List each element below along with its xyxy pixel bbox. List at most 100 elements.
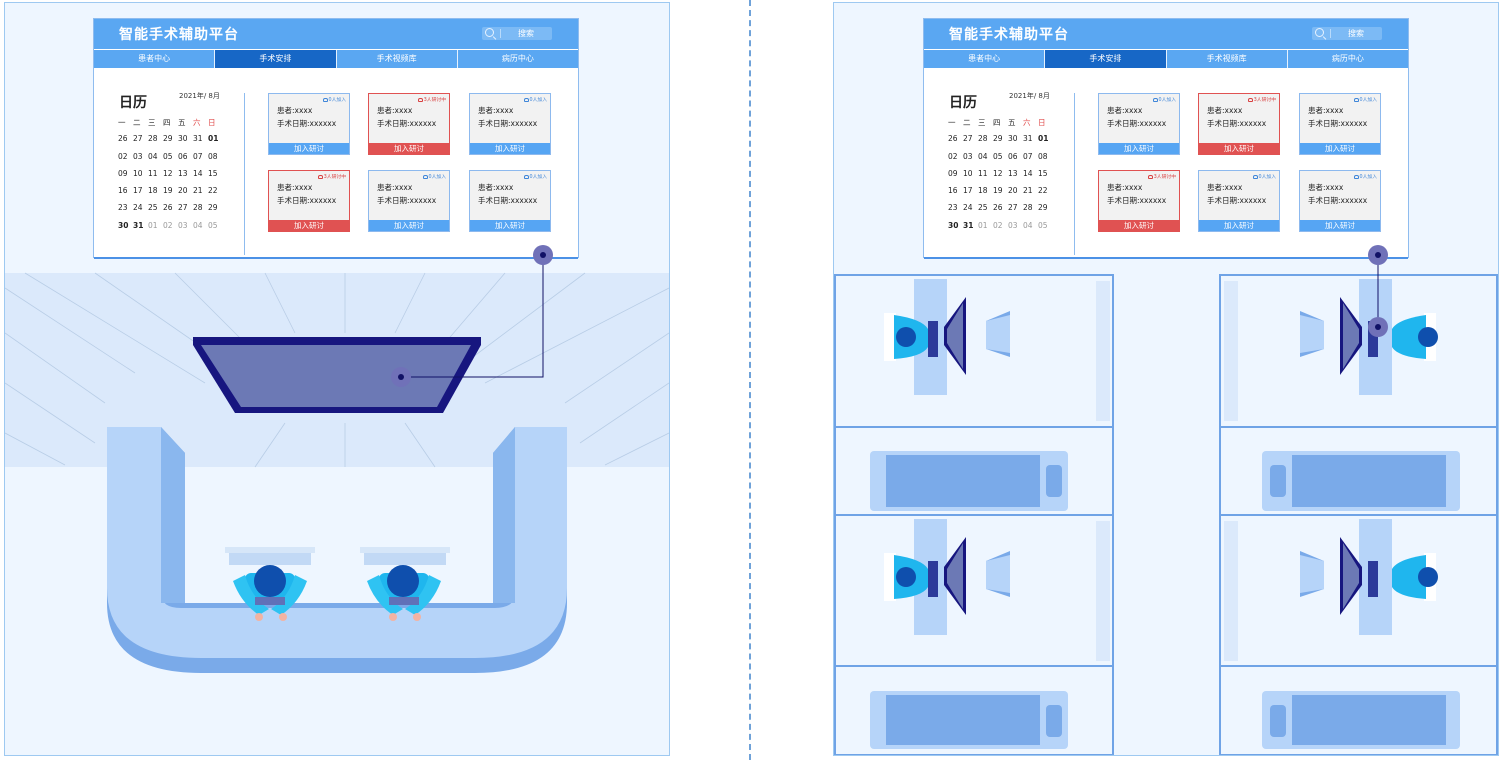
calendar-day[interactable]: 27 xyxy=(1008,203,1018,213)
join-discussion-button[interactable]: 加入研讨 xyxy=(369,220,449,231)
calendar-day[interactable]: 31 xyxy=(963,220,974,230)
join-discussion-button[interactable]: 加入研讨 xyxy=(470,143,550,154)
calendar-day[interactable]: 07 xyxy=(1023,151,1033,161)
join-discussion-button[interactable]: 加入研讨 xyxy=(269,220,349,231)
calendar-day[interactable]: 26 xyxy=(948,134,958,144)
calendar-day[interactable]: 05 xyxy=(208,220,218,230)
tab-patient-center[interactable]: 患者中心 xyxy=(924,50,1046,68)
calendar-day[interactable]: 31 xyxy=(133,220,144,230)
calendar-day[interactable]: 28 xyxy=(148,134,158,144)
calendar-day[interactable]: 20 xyxy=(1008,186,1018,196)
calendar-day[interactable]: 19 xyxy=(993,186,1003,196)
calendar-day[interactable]: 04 xyxy=(978,151,988,161)
calendar-day[interactable]: 23 xyxy=(948,203,958,213)
calendar-day[interactable]: 04 xyxy=(1023,220,1033,230)
calendar-day[interactable]: 22 xyxy=(208,186,218,196)
tab-surgery-schedule[interactable]: 手术安排 xyxy=(215,50,337,68)
calendar-day[interactable]: 11 xyxy=(978,168,988,178)
calendar-day[interactable]: 01 xyxy=(1038,134,1049,144)
calendar-day[interactable]: 04 xyxy=(193,220,203,230)
tab-surgery-schedule[interactable]: 手术安排 xyxy=(1045,50,1167,68)
tab-medical-records[interactable]: 病历中心 xyxy=(501,54,534,63)
join-discussion-button[interactable]: 加入研讨 xyxy=(1199,220,1279,231)
calendar-day[interactable]: 24 xyxy=(963,203,973,213)
calendar-day[interactable]: 31 xyxy=(193,134,203,144)
calendar-day[interactable]: 12 xyxy=(993,168,1003,178)
tab-surgery-video-library[interactable]: 手术视频库 xyxy=(1167,50,1288,68)
calendar-day[interactable]: 28 xyxy=(1023,203,1033,213)
calendar-day[interactable]: 28 xyxy=(193,203,203,213)
calendar-day[interactable]: 25 xyxy=(978,203,988,213)
calendar-day[interactable]: 02 xyxy=(118,151,128,161)
calendar-day[interactable]: 21 xyxy=(1023,186,1033,196)
calendar-day[interactable]: 30 xyxy=(948,220,959,230)
calendar-day[interactable]: 26 xyxy=(118,134,128,144)
search-icon[interactable] xyxy=(1315,28,1324,37)
calendar-day[interactable]: 29 xyxy=(1038,203,1048,213)
calendar-day[interactable]: 08 xyxy=(1038,151,1048,161)
calendar-day[interactable]: 05 xyxy=(993,151,1003,161)
calendar-day[interactable]: 02 xyxy=(163,220,173,230)
calendar-day[interactable]: 05 xyxy=(1038,220,1048,230)
calendar-day[interactable]: 05 xyxy=(163,151,173,161)
calendar-day[interactable]: 26 xyxy=(993,203,1003,213)
join-discussion-button[interactable]: 加入研讨 xyxy=(1099,143,1179,154)
tab-patient-center[interactable]: 患者中心 xyxy=(94,50,216,68)
calendar-day[interactable]: 13 xyxy=(1008,168,1018,178)
calendar-day[interactable]: 24 xyxy=(133,203,143,213)
join-discussion-button[interactable]: 加入研讨 xyxy=(1099,220,1179,231)
calendar-day[interactable]: 04 xyxy=(148,151,158,161)
calendar-day[interactable]: 07 xyxy=(193,151,203,161)
calendar-day[interactable]: 14 xyxy=(1023,168,1033,178)
calendar-day[interactable]: 26 xyxy=(163,203,173,213)
calendar-day[interactable]: 19 xyxy=(163,186,173,196)
calendar-day[interactable]: 30 xyxy=(1008,134,1018,144)
join-discussion-button[interactable]: 加入研讨 xyxy=(1300,220,1380,231)
calendar-day[interactable]: 14 xyxy=(193,168,203,178)
calendar-day[interactable]: 30 xyxy=(178,134,188,144)
calendar-day[interactable]: 22 xyxy=(1038,186,1048,196)
calendar-day[interactable]: 16 xyxy=(118,186,128,196)
calendar-day[interactable]: 03 xyxy=(133,151,143,161)
tab-medical-records[interactable]: 病历中心 xyxy=(1331,54,1364,63)
calendar-day[interactable]: 29 xyxy=(993,134,1003,144)
calendar-day[interactable]: 29 xyxy=(163,134,173,144)
calendar-day[interactable]: 27 xyxy=(963,134,973,144)
calendar-day[interactable]: 15 xyxy=(1038,168,1048,178)
join-discussion-button[interactable]: 加入研讨 xyxy=(269,143,349,154)
calendar-day[interactable]: 01 xyxy=(208,134,219,144)
calendar-day[interactable]: 30 xyxy=(118,220,129,230)
calendar-day[interactable]: 20 xyxy=(178,186,188,196)
calendar-day[interactable]: 10 xyxy=(133,168,143,178)
calendar-day[interactable]: 25 xyxy=(148,203,158,213)
calendar-day[interactable]: 08 xyxy=(208,151,218,161)
calendar-day[interactable]: 02 xyxy=(948,151,958,161)
calendar-day[interactable]: 16 xyxy=(948,186,958,196)
join-discussion-button[interactable]: 加入研讨 xyxy=(1199,143,1279,154)
calendar-day[interactable]: 03 xyxy=(1008,220,1018,230)
calendar-day[interactable]: 02 xyxy=(993,220,1003,230)
calendar-day[interactable]: 18 xyxy=(978,186,988,196)
calendar-day[interactable]: 27 xyxy=(133,134,143,144)
calendar-day[interactable]: 28 xyxy=(978,134,988,144)
calendar-day[interactable]: 27 xyxy=(178,203,188,213)
calendar-day[interactable]: 29 xyxy=(208,203,218,213)
calendar-day[interactable]: 23 xyxy=(118,203,128,213)
calendar-day[interactable]: 18 xyxy=(148,186,158,196)
calendar-day[interactable]: 21 xyxy=(193,186,203,196)
calendar-day[interactable]: 09 xyxy=(118,168,128,178)
calendar-day[interactable]: 17 xyxy=(133,186,143,196)
calendar-day[interactable]: 03 xyxy=(963,151,973,161)
calendar-day[interactable]: 03 xyxy=(178,220,188,230)
join-discussion-button[interactable]: 加入研讨 xyxy=(369,143,449,154)
calendar-day[interactable]: 06 xyxy=(178,151,188,161)
calendar-day[interactable]: 31 xyxy=(1023,134,1033,144)
calendar-day[interactable]: 01 xyxy=(978,220,988,230)
calendar-day[interactable]: 01 xyxy=(148,220,158,230)
search-box[interactable]: 搜索 xyxy=(482,27,552,40)
calendar-day[interactable]: 12 xyxy=(163,168,173,178)
tab-surgery-video-library[interactable]: 手术视频库 xyxy=(337,50,458,68)
calendar-day[interactable]: 06 xyxy=(1008,151,1018,161)
join-discussion-button[interactable]: 加入研讨 xyxy=(1300,143,1380,154)
calendar-day[interactable]: 13 xyxy=(178,168,188,178)
